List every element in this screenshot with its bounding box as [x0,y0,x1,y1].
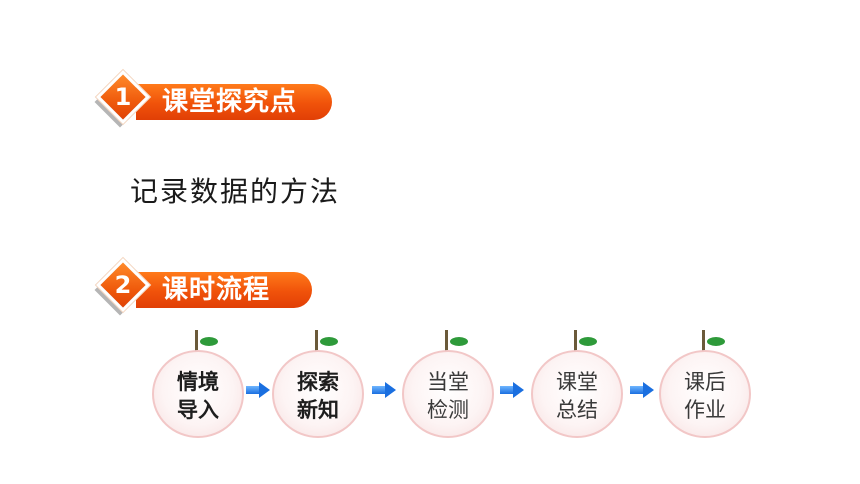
stem [574,330,577,352]
flow-step-line1: 课后 [684,370,726,394]
fruit-circle [531,350,623,438]
leaf-icon [579,337,597,346]
flow-step-line2: 新知 [297,398,339,422]
stem [195,330,198,352]
section-header-1: 1 课堂探究点 [94,70,346,130]
fruit-circle [659,350,751,438]
arrow-right-icon [246,382,272,398]
flow-step-line1: 当堂 [427,370,469,394]
arrow-right-icon [500,382,526,398]
section-header-2: 2 课时流程 [94,258,326,318]
arrow-right-icon [372,382,398,398]
stem [315,330,318,352]
flow-step-3[interactable]: 当堂 检测 [402,330,494,440]
flow-step-line1: 探索 [297,370,339,394]
flow-step-1[interactable]: 情境 导入 [152,330,244,440]
section-title: 课时流程 [162,275,271,305]
section-header-bar [136,84,332,120]
flow-step-label: 情境 导入 [152,368,244,424]
leaf-icon [320,337,338,346]
flow-step-line1: 情境 [177,370,219,394]
flow-step-line2: 总结 [556,398,598,422]
leaf-icon [200,337,218,346]
arrow-right-icon [630,382,656,398]
flow-step-label: 课后 作业 [659,368,751,424]
flow-step-2[interactable]: 探索 新知 [272,330,364,440]
flow-step-label: 探索 新知 [272,368,364,424]
section-number: 1 [114,83,132,111]
fruit-circle [152,350,244,438]
section-title: 课堂探究点 [162,87,298,117]
stem [702,330,705,352]
stem [445,330,448,352]
fruit-circle [272,350,364,438]
flow-step-label: 课堂 总结 [531,368,623,424]
leaf-icon [450,337,468,346]
fruit-circle [402,350,494,438]
leaf-icon [707,337,725,346]
section-header-bar [136,272,312,308]
flow-step-line2: 检测 [427,398,469,422]
topic-text: 记录数据的方法 [130,175,341,208]
flow-step-line2: 作业 [684,398,726,422]
flow-step-line1: 课堂 [556,370,598,394]
flow-step-line2: 导入 [177,398,219,422]
flow-step-4[interactable]: 课堂 总结 [531,330,623,440]
section-number: 2 [114,271,132,299]
flow-step-5[interactable]: 课后 作业 [659,330,751,440]
flow-step-label: 当堂 检测 [402,368,494,424]
